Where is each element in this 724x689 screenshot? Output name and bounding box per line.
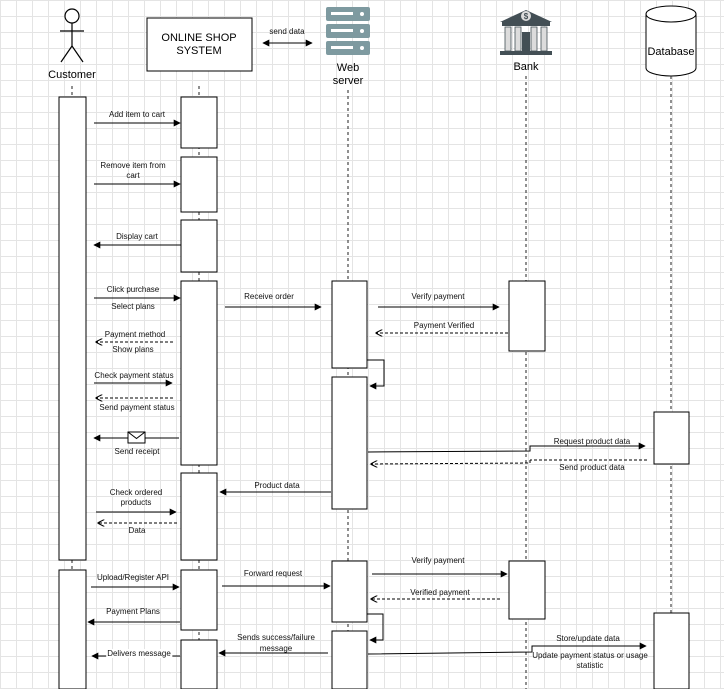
- database-activation-1: [653, 411, 690, 465]
- label-background: [106, 649, 173, 658]
- message-web-server-self-call-2: [367, 613, 384, 644]
- message-web-server-self-call: [367, 359, 385, 390]
- system-activation-2: [180, 156, 218, 213]
- msg-receive-order-label: Receive order: [244, 292, 294, 301]
- bank-activation-1: [508, 280, 546, 352]
- message-delivers-message: Delivers message: [91, 649, 180, 660]
- web-server-label-line1: Web: [337, 62, 359, 74]
- server-rack-icon: [326, 7, 370, 55]
- customer-participant: Customer: [48, 8, 96, 81]
- bank-participant: $ Bank: [500, 10, 552, 73]
- msg-check-ordered-label-2: products: [121, 498, 152, 507]
- msg-check-payment-status-label: Check payment status: [94, 371, 173, 380]
- message-product-data: Product data: [219, 481, 331, 496]
- msg-store-update-data-label: Store/update data: [556, 634, 620, 643]
- system-activation-6: [180, 569, 218, 631]
- msg-sends-success-label-2: message: [260, 644, 293, 653]
- system-title-line1: ONLINE SHOP: [161, 32, 236, 44]
- msg-update-status-label-2: statistic: [577, 661, 604, 670]
- system-activation-4: [180, 280, 218, 466]
- msg-remove-item-label-1: Remove item from: [100, 161, 166, 170]
- message-check-ordered-products: Check ordered products: [96, 488, 177, 516]
- send-data-label: send data: [269, 27, 305, 36]
- message-data: Data: [98, 523, 177, 535]
- database-activation-2: [653, 612, 690, 689]
- system-activation-3: [180, 219, 218, 273]
- message-verify-payment-2: Verify payment: [372, 556, 508, 578]
- envelope-icon: [127, 431, 146, 444]
- message-verify-payment-1: Verify payment: [378, 292, 500, 311]
- msg-payment-method-label: Payment method: [105, 330, 165, 339]
- activation-bars: [58, 96, 690, 689]
- msg-select-plans-label: Select plans: [111, 302, 155, 311]
- message-upload-register-api: Upload/Register API: [91, 573, 180, 591]
- bank-building-icon: $: [500, 10, 552, 55]
- message-verified-payment: Verified payment: [371, 588, 500, 599]
- msg-show-plans-label: Show plans: [112, 345, 153, 354]
- msg-forward-request-label: Forward request: [244, 569, 303, 578]
- msg-click-purchase-label: Click purchase: [107, 285, 160, 294]
- system-activation-1: [180, 96, 218, 149]
- online-shop-system-participant: ONLINE SHOP SYSTEM: [146, 17, 253, 72]
- message-display-cart: Display cart: [93, 232, 181, 249]
- message-forward-request: Forward request: [222, 569, 331, 590]
- msg-check-ordered-label-1: Check ordered: [110, 488, 162, 497]
- msg-request-product-data-label: Request product data: [554, 437, 631, 446]
- customer-activation-2: [58, 569, 87, 689]
- message-payment-verified: Payment Verified: [376, 321, 508, 333]
- customer-activation-1: [58, 96, 87, 561]
- message-payment-plans: Payment Plans: [87, 607, 180, 626]
- stick-figure-actor-icon: [60, 8, 84, 63]
- message-add-item: Add item to cart: [94, 110, 181, 127]
- message-receive-order: Receive order: [225, 292, 322, 311]
- message-payment-method: Payment method Show plans: [96, 330, 173, 354]
- svg-text:$: $: [524, 12, 529, 21]
- web-server-activation-1: [331, 280, 368, 369]
- msg-payment-plans-label: Payment Plans: [106, 607, 160, 616]
- msg-upload-register-api-label: Upload/Register API: [97, 573, 169, 582]
- web-server-label-line2: server: [333, 75, 364, 87]
- msg-verify-payment-1-label: Verify payment: [412, 292, 466, 301]
- messages: Add item to cart Remove item from cart D…: [87, 110, 648, 670]
- send-data-link: send data: [262, 27, 313, 47]
- system-title-line2: SYSTEM: [176, 45, 221, 57]
- database-label: Database: [647, 46, 694, 58]
- msg-data-label: Data: [129, 526, 146, 535]
- database-cylinder-icon: [645, 5, 697, 77]
- message-click-purchase: Click purchase Select plans: [94, 285, 181, 311]
- message-send-product-data: Send product data: [371, 459, 647, 472]
- web-server-activation-2: [331, 376, 368, 510]
- msg-update-status-label-1: Update payment status or usage: [532, 651, 648, 660]
- message-check-payment-status: Check payment status: [94, 371, 174, 387]
- web-server-activation-3: [331, 560, 368, 623]
- msg-send-product-data-label: Send product data: [559, 463, 625, 472]
- msg-sends-success-label-1: Sends success/failure: [237, 633, 315, 642]
- msg-payment-verified-label: Payment Verified: [414, 321, 474, 330]
- message-store-update-data: Store/update data Update payment status …: [367, 634, 648, 670]
- msg-delivers-message-label: Delivers message: [107, 649, 171, 658]
- message-send-receipt: Send receipt: [93, 431, 179, 456]
- message-remove-item: Remove item from cart: [94, 161, 181, 188]
- msg-product-data-label: Product data: [254, 481, 300, 490]
- web-server-activation-4: [331, 630, 368, 689]
- msg-verified-payment-label: Verified payment: [410, 588, 470, 597]
- customer-label: Customer: [48, 69, 96, 81]
- database-participant: Database: [645, 5, 697, 77]
- system-activation-5: [180, 472, 218, 561]
- msg-display-cart-label: Display cart: [116, 232, 159, 241]
- msg-add-item-label: Add item to cart: [109, 110, 166, 119]
- msg-verify-payment-2-label: Verify payment: [412, 556, 466, 565]
- system-activation-7: [180, 639, 218, 689]
- bank-label: Bank: [513, 61, 539, 73]
- message-request-product-data: Request product data: [367, 437, 646, 453]
- web-server-participant: Web server: [326, 7, 370, 87]
- message-send-payment-status: Send payment status: [96, 398, 175, 412]
- message-sends-success-failure: Sends success/failure message: [218, 633, 328, 657]
- msg-remove-item-label-2: cart: [126, 171, 140, 180]
- msg-send-receipt-label: Send receipt: [115, 447, 161, 456]
- msg-send-payment-status-label: Send payment status: [99, 403, 174, 412]
- bank-activation-2: [508, 560, 546, 620]
